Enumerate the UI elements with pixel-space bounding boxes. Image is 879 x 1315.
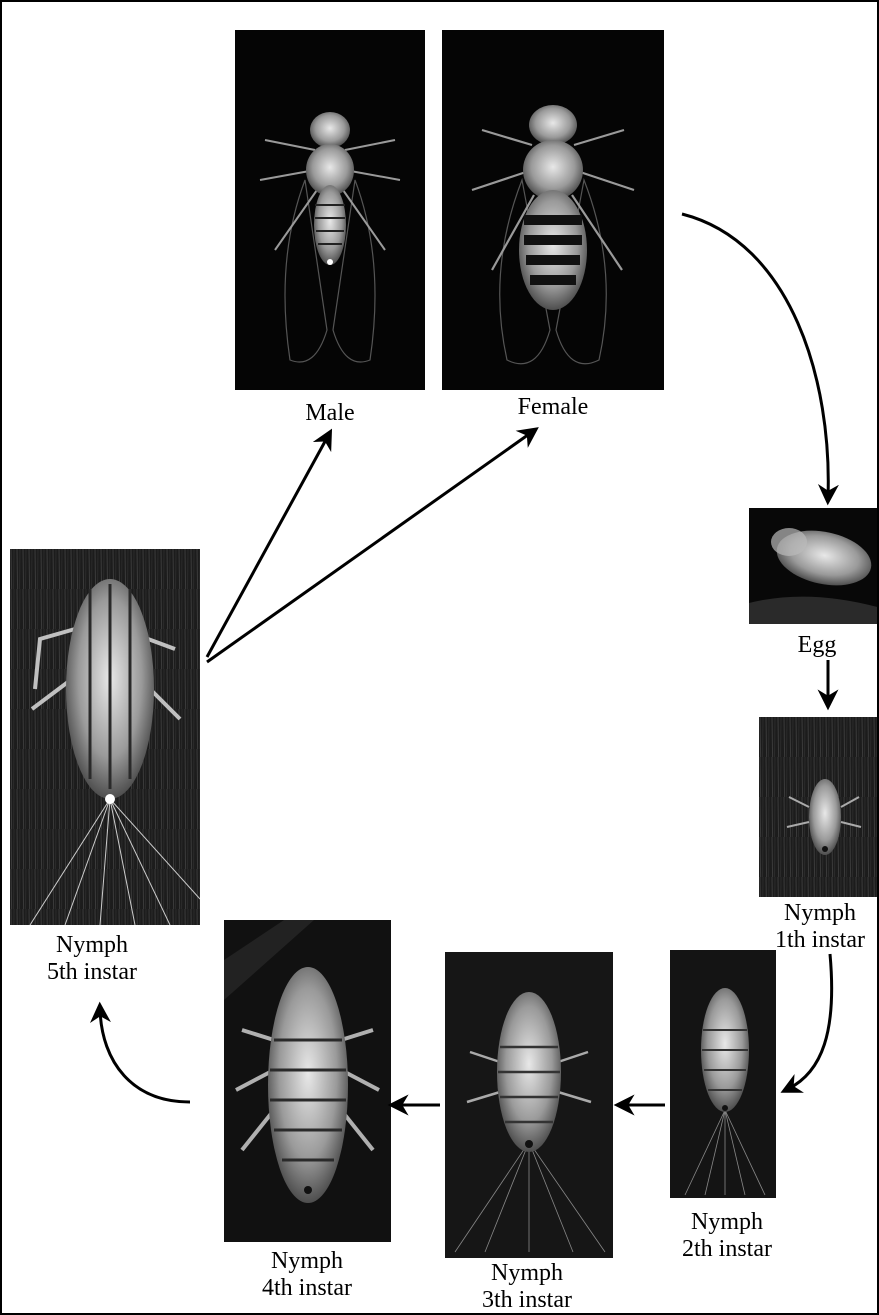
nymph-2-line1: Nymph (662, 1209, 792, 1236)
arrow-nymph5-to-female (207, 432, 532, 662)
nymph-5-line2: 5th instar (22, 959, 162, 986)
arrow-female-to-egg (682, 214, 828, 497)
arrow-nymph1-to-nymph2 (788, 954, 832, 1089)
nymph-4-label: Nymph 4th instar (232, 1248, 382, 1302)
male-label: Male (300, 400, 360, 427)
nymph-1-photo (759, 717, 879, 897)
nymph-2-label: Nymph 2th instar (662, 1209, 792, 1263)
nymph-2-photo (670, 950, 776, 1198)
nymph-1-line1: Nymph (759, 900, 879, 927)
nymph-5-photo (10, 549, 200, 925)
nymph-2-line2: 2th instar (662, 1236, 792, 1263)
nymph-3-label: Nymph 3th instar (457, 1260, 597, 1314)
nymph-1-label: Nymph 1th instar (759, 900, 879, 954)
nymph-3-line1: Nymph (457, 1260, 597, 1287)
nymph-5-line1: Nymph (22, 932, 162, 959)
egg-photo (749, 508, 879, 624)
arrow-nymph4-to-nymph5 (100, 1010, 190, 1102)
nymph-5-label: Nymph 5th instar (22, 932, 162, 986)
nymph-4-line1: Nymph (232, 1248, 382, 1275)
male-photo (235, 30, 425, 390)
nymph-4-photo (224, 920, 391, 1242)
arrow-nymph5-to-male (207, 436, 328, 657)
female-photo (442, 30, 664, 390)
nymph-3-photo (445, 952, 613, 1258)
egg-label: Egg (782, 632, 852, 659)
female-label: Female (507, 394, 599, 421)
nymph-3-line2: 3th instar (457, 1287, 597, 1314)
nymph-4-line2: 4th instar (232, 1275, 382, 1302)
nymph-1-line2: 1th instar (759, 927, 879, 954)
